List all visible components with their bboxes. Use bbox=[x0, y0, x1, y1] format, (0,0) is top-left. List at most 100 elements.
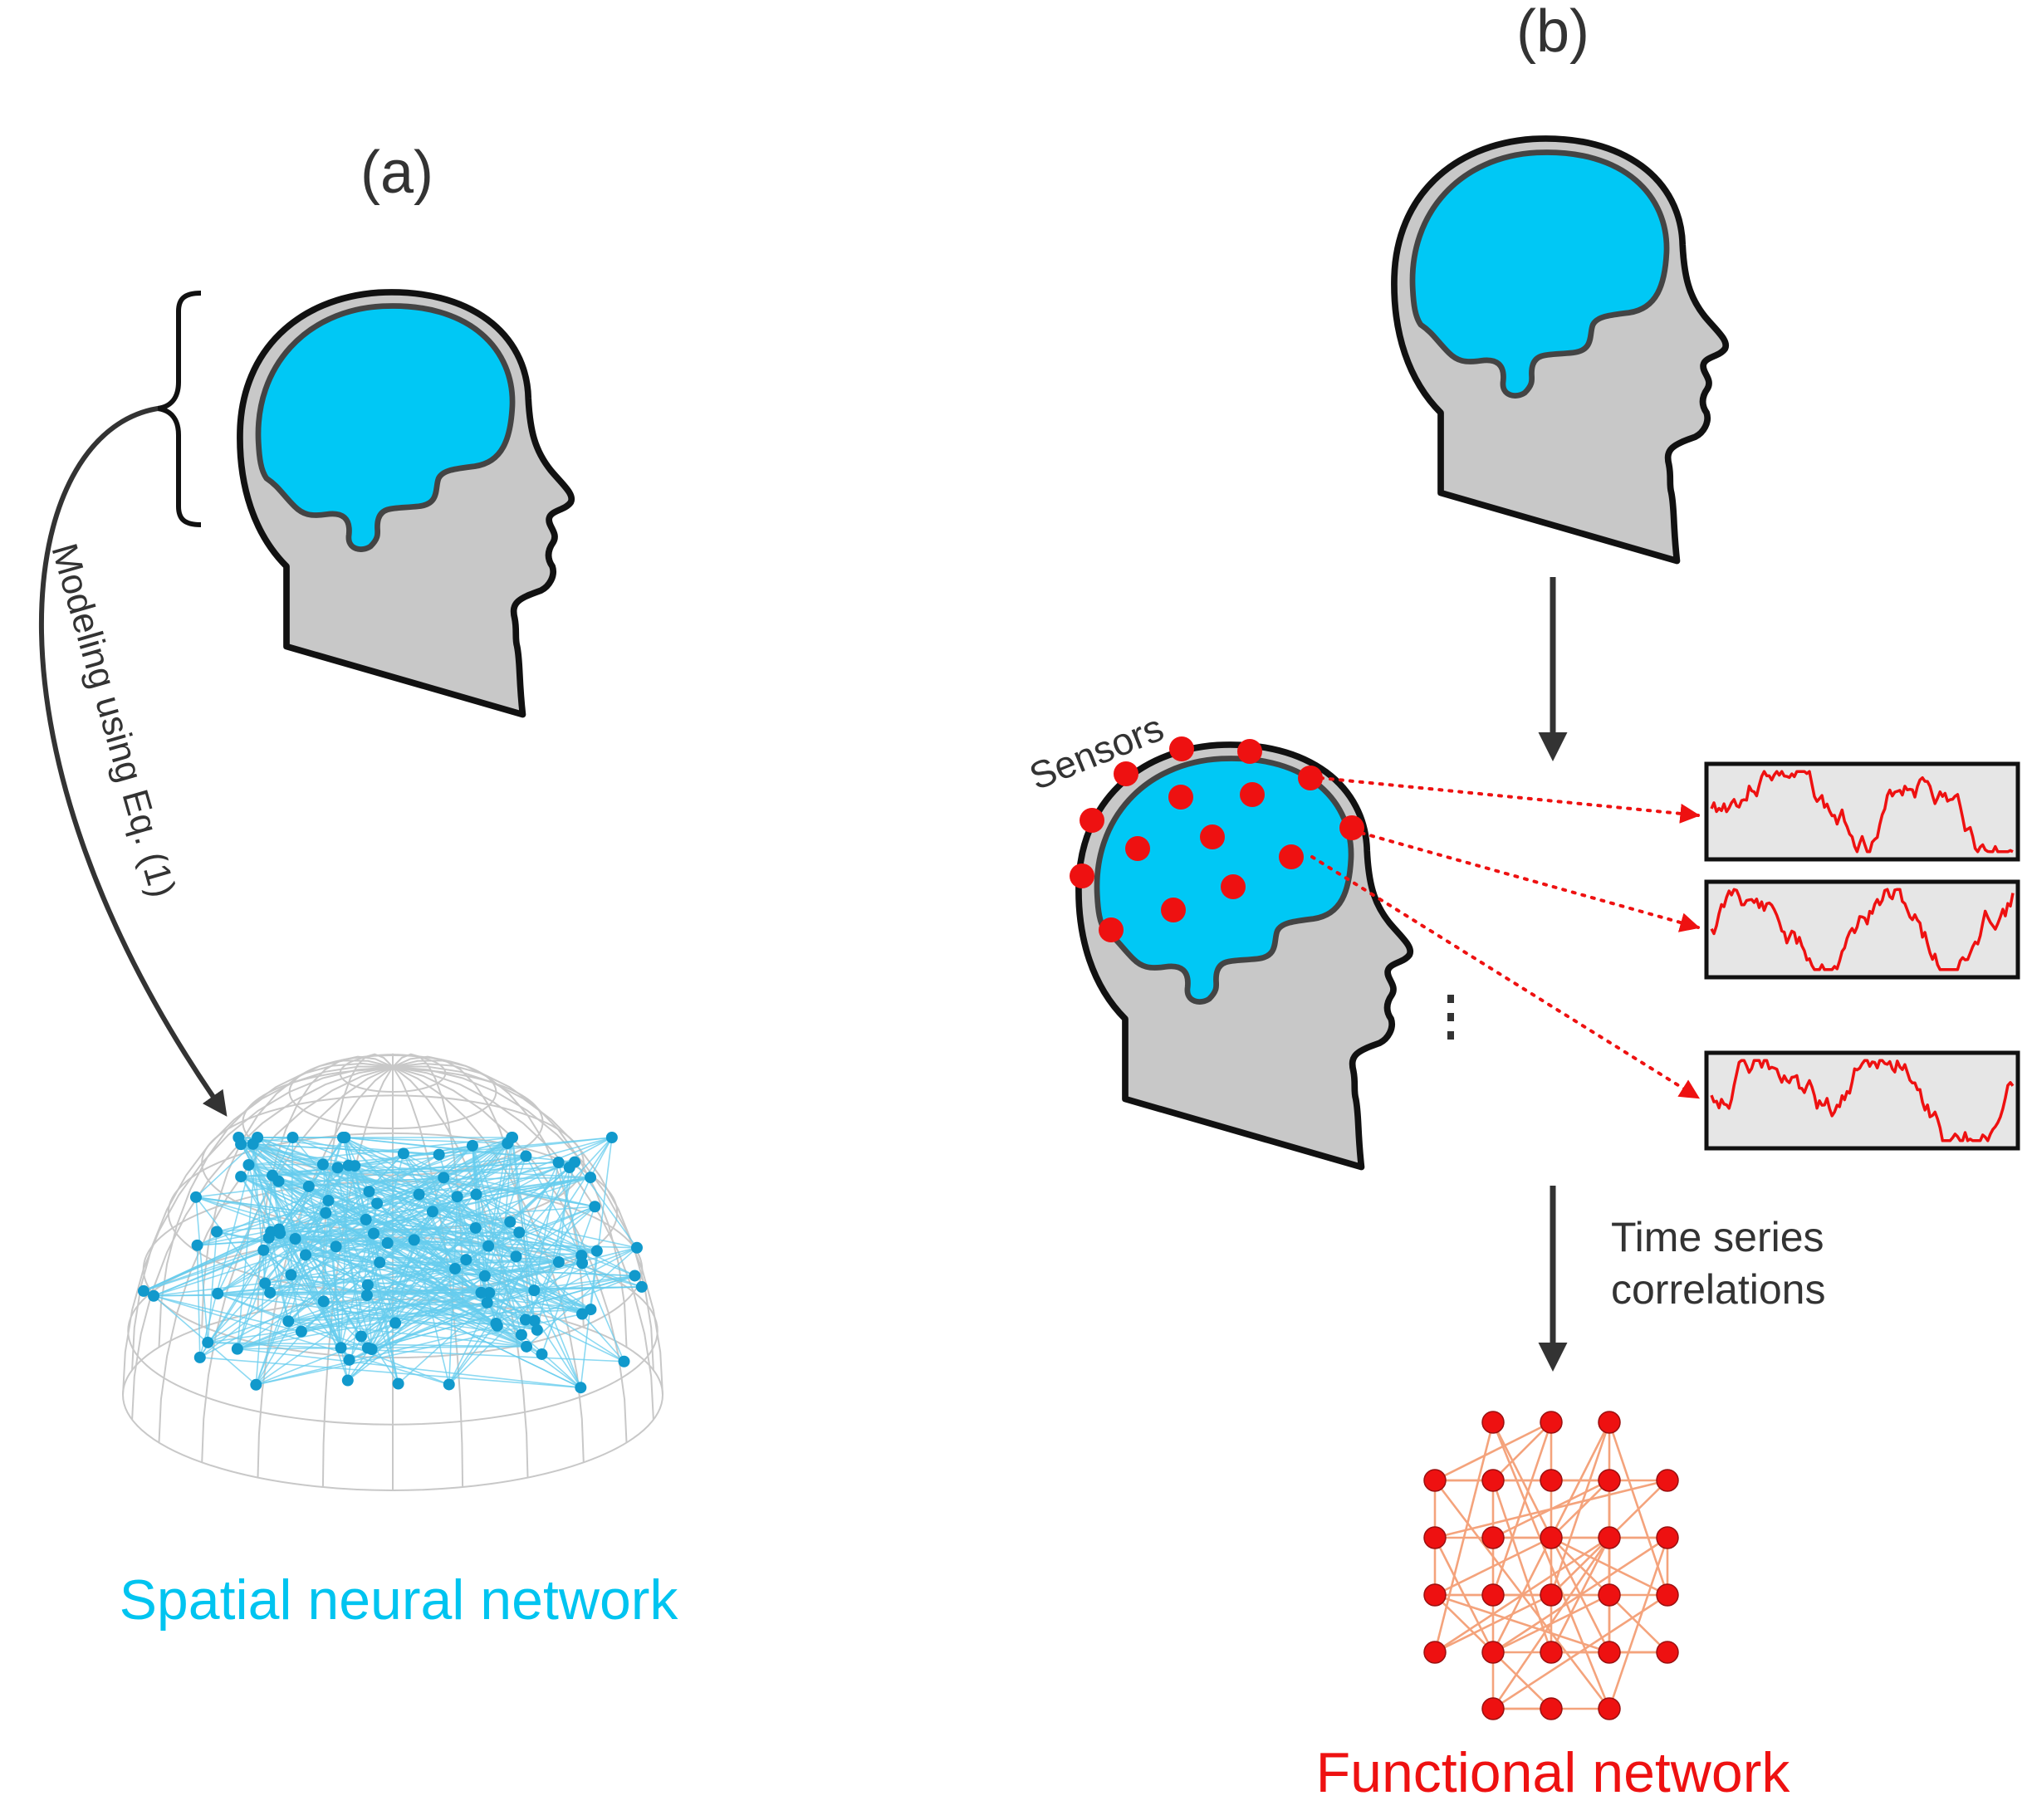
dome-meridian bbox=[392, 1059, 585, 1328]
spatial-edge bbox=[342, 1137, 591, 1310]
functional-node bbox=[1598, 1641, 1621, 1664]
spatial-node bbox=[193, 1351, 206, 1363]
sensor-dot bbox=[1125, 836, 1150, 861]
spatial-node bbox=[576, 1308, 589, 1320]
spatial-node bbox=[235, 1138, 247, 1151]
sensor-connector bbox=[1319, 776, 1701, 824]
spatial-node bbox=[231, 1343, 243, 1355]
spatial-edge bbox=[207, 1231, 218, 1343]
dome-meridian bbox=[321, 1053, 394, 1303]
spatial-edge bbox=[195, 1196, 597, 1252]
spatial-node bbox=[264, 1286, 277, 1299]
spatial-node bbox=[285, 1269, 297, 1281]
modeling-label: Modeling using Eq. (1) bbox=[43, 539, 183, 902]
functional-node bbox=[1540, 1641, 1563, 1664]
spatial-edge bbox=[143, 1230, 272, 1292]
sensor-dot bbox=[1161, 898, 1186, 922]
functional-node bbox=[1423, 1641, 1447, 1664]
functional-edge bbox=[1550, 1421, 1611, 1596]
spatial-edge bbox=[365, 1219, 560, 1263]
spatial-edge bbox=[448, 1255, 582, 1386]
functional-node bbox=[1423, 1526, 1447, 1549]
spatial-edge bbox=[195, 1143, 254, 1198]
spatial-edge bbox=[153, 1259, 467, 1297]
spatial-node bbox=[569, 1156, 581, 1168]
spatial-edge bbox=[354, 1165, 527, 1348]
spatial-node bbox=[295, 1325, 307, 1338]
spatial-node bbox=[322, 1194, 335, 1206]
spatial-edge bbox=[195, 1155, 526, 1198]
spatial-node bbox=[519, 1314, 531, 1326]
functional-edge bbox=[1492, 1593, 1668, 1710]
functional-node bbox=[1598, 1697, 1621, 1720]
spatial-edge bbox=[581, 1263, 625, 1363]
spatial-node bbox=[381, 1237, 394, 1250]
spatial-edge bbox=[355, 1165, 591, 1178]
spatial-node bbox=[343, 1353, 355, 1366]
functional-node bbox=[1481, 1526, 1505, 1549]
spatial-node bbox=[137, 1284, 149, 1297]
spatial-node bbox=[413, 1188, 425, 1201]
spatial-edge bbox=[216, 1230, 380, 1264]
spatial-edge bbox=[340, 1203, 378, 1348]
spatial-node bbox=[330, 1240, 342, 1253]
time-series-panels bbox=[1704, 761, 2020, 1151]
spatial-edge bbox=[525, 1261, 560, 1320]
spatial-node bbox=[433, 1148, 445, 1161]
spatial-node bbox=[247, 1138, 259, 1150]
ellipsis-dots bbox=[1447, 995, 1454, 1040]
spatial-node bbox=[235, 1171, 247, 1183]
spatial-edge bbox=[342, 1137, 508, 1144]
spatial-edge bbox=[237, 1346, 527, 1350]
dome-meridian bbox=[257, 1055, 394, 1313]
sensor-connectors bbox=[1310, 776, 1701, 1099]
spatial-node bbox=[189, 1191, 202, 1203]
spatial-node bbox=[536, 1348, 548, 1360]
spatial-edge bbox=[536, 1162, 575, 1331]
spatial-node bbox=[531, 1323, 543, 1336]
spatial-edge bbox=[394, 1240, 415, 1323]
functional-node bbox=[1656, 1469, 1679, 1492]
spatial-node bbox=[552, 1157, 565, 1169]
spatial-node bbox=[336, 1132, 349, 1143]
time-series-signal bbox=[1710, 888, 2015, 971]
spatial-edge bbox=[279, 1177, 591, 1235]
sensor-connector bbox=[1310, 855, 1701, 1099]
spatial-node bbox=[355, 1330, 367, 1343]
spatial-node bbox=[267, 1169, 279, 1182]
spatial-edge bbox=[525, 1274, 635, 1321]
spatial-node bbox=[469, 1221, 482, 1234]
spatial-edge bbox=[217, 1212, 326, 1294]
spatial-edge bbox=[271, 1230, 520, 1234]
spatial-node bbox=[528, 1284, 541, 1297]
spatial-edge bbox=[279, 1232, 342, 1348]
spatial-edge bbox=[534, 1289, 591, 1310]
spatial-edge bbox=[347, 1165, 396, 1323]
spatial-node bbox=[299, 1249, 311, 1261]
spatial-node bbox=[528, 1314, 541, 1327]
dome-meridian bbox=[158, 1066, 394, 1443]
spatial-edge bbox=[349, 1247, 638, 1361]
spatial-edge bbox=[240, 1176, 497, 1324]
spatial-node bbox=[212, 1288, 224, 1300]
spatial-edge bbox=[487, 1206, 595, 1247]
spatial-edge bbox=[195, 1196, 591, 1310]
spatial-edge bbox=[278, 1137, 613, 1230]
spatial-edge bbox=[265, 1261, 380, 1284]
spatial-node bbox=[585, 1304, 597, 1316]
spatial-node bbox=[360, 1289, 373, 1302]
time-series-label-2: correlations bbox=[1611, 1266, 1825, 1313]
spatial-edge bbox=[541, 1206, 596, 1355]
spatial-edge bbox=[269, 1292, 396, 1324]
spatial-node bbox=[443, 1378, 455, 1391]
spatial-node bbox=[520, 1150, 532, 1162]
spatial-edge bbox=[371, 1289, 535, 1350]
spatial-edge bbox=[472, 1145, 491, 1294]
spatial-edge bbox=[590, 1137, 613, 1310]
spatial-edge bbox=[237, 1348, 581, 1389]
panel-label-a: (a) bbox=[360, 139, 433, 206]
spatial-node bbox=[426, 1206, 438, 1218]
spatial-node bbox=[250, 1378, 262, 1391]
spatial-edge bbox=[387, 1242, 517, 1258]
